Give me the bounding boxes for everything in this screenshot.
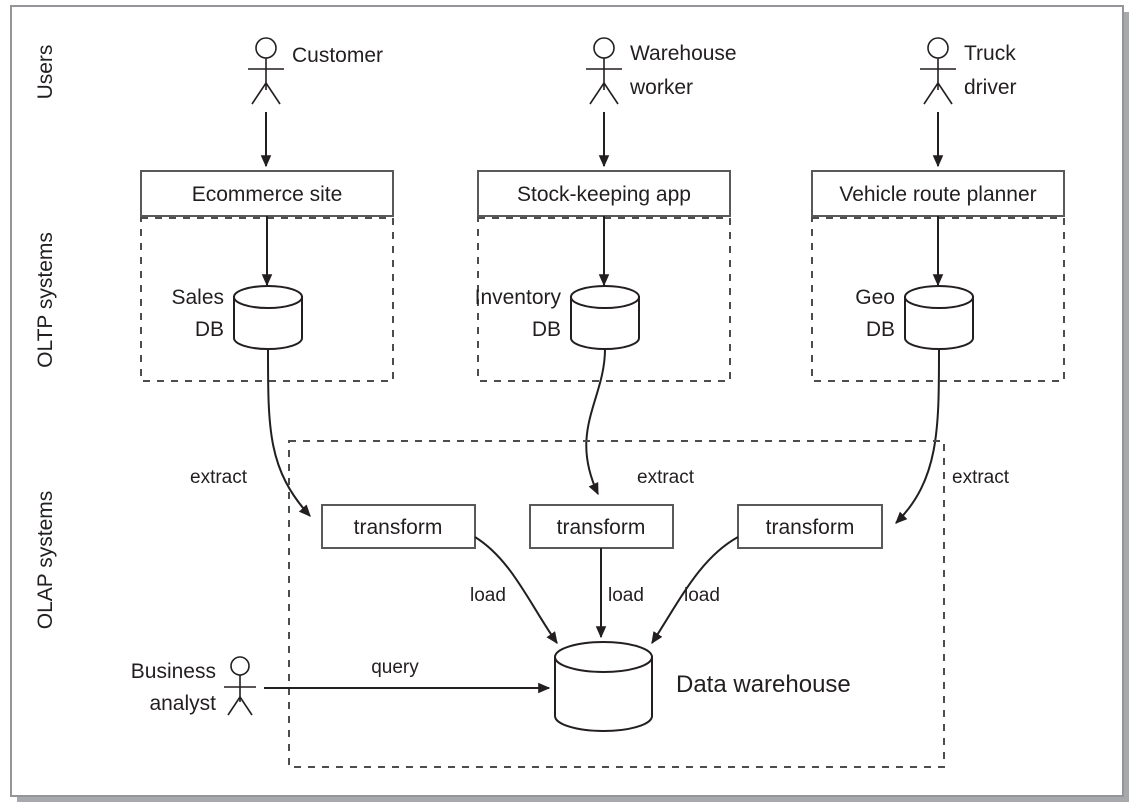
process-transform-inventory[interactable]: transform [529, 504, 674, 549]
actor-truck-driver[interactable]: Truck driver [920, 37, 1017, 105]
database-geo-db-label-line1: Geo [855, 286, 895, 309]
edge-label-load-inventory: load [608, 585, 644, 606]
lane-label-olap: OLAP systems [34, 491, 57, 630]
load-curve-geo [651, 536, 739, 645]
database-sales-db-label-line2: DB [195, 318, 224, 341]
process-transform-sales-label: transform [354, 516, 443, 539]
app-box-vehicle-route-planner-label: Vehicle route planner [839, 183, 1036, 206]
extract-curve-geo [895, 348, 940, 524]
edge-label-extract-inventory: extract [637, 467, 695, 488]
database-geo-db-label-line2: DB [866, 318, 895, 341]
app-box-stock-keeping-app[interactable]: Stock-keeping app [477, 170, 731, 217]
edge-label-query: query [371, 657, 419, 678]
app-box-ecommerce-site[interactable]: Ecommerce site [140, 170, 394, 217]
load-curve-sales [474, 536, 558, 644]
lane-label-users-text: Users [34, 45, 57, 100]
data-warehouse[interactable]: Data warehouse [554, 641, 851, 732]
lane-label-oltp: OLTP systems [34, 232, 57, 368]
lane-label-users: Users [34, 45, 57, 100]
process-transform-geo-label: transform [766, 516, 855, 539]
process-transform-sales[interactable]: transform [321, 504, 476, 549]
process-transform-geo[interactable]: transform [737, 504, 883, 549]
edge-label-extract-geo: extract [952, 467, 1010, 488]
olap-boundary [288, 440, 945, 768]
edge-label-load-sales: load [470, 585, 506, 606]
stick-figure-icon [248, 37, 284, 105]
app-box-stock-keeping-app-label: Stock-keeping app [517, 183, 691, 206]
edge-label-load-geo: load [684, 585, 720, 606]
stick-figure-icon [586, 37, 622, 105]
actor-business-analyst[interactable]: Business analyst [131, 656, 256, 716]
database-sales-db[interactable]: Sales DB [171, 285, 303, 350]
stick-figure-icon [920, 37, 956, 105]
actor-truck-driver-label-line1: Truck [964, 42, 1016, 65]
database-geo-db[interactable]: Geo DB [855, 285, 974, 350]
actor-warehouse-worker-label-line2: worker [629, 76, 693, 99]
data-warehouse-label: Data warehouse [676, 671, 851, 698]
lane-label-oltp-text: OLTP systems [34, 232, 57, 368]
database-inventory-db-label-line1: Inventory [475, 286, 562, 309]
actor-business-analyst-label-line2: analyst [149, 692, 216, 715]
database-inventory-db[interactable]: Inventory DB [475, 285, 640, 350]
actor-warehouse-worker-label-line1: Warehouse [630, 42, 737, 65]
extract-curve-inventory [585, 348, 606, 496]
database-inventory-db-label-line2: DB [532, 318, 561, 341]
database-sales-db-label-line1: Sales [171, 286, 224, 309]
edge-label-extract-sales: extract [190, 467, 248, 488]
actor-warehouse-worker[interactable]: Warehouse worker [586, 37, 737, 105]
stick-figure-icon [224, 656, 256, 716]
actor-truck-driver-label-line2: driver [964, 76, 1017, 99]
app-box-ecommerce-site-label: Ecommerce site [192, 183, 343, 206]
actor-business-analyst-label-line1: Business [131, 660, 216, 683]
actor-customer[interactable]: Customer [248, 37, 383, 105]
app-box-vehicle-route-planner[interactable]: Vehicle route planner [811, 170, 1065, 217]
process-transform-inventory-label: transform [557, 516, 646, 539]
lane-label-olap-text: OLAP systems [34, 491, 57, 630]
actor-customer-label: Customer [292, 44, 383, 67]
extract-curve-sales [267, 348, 311, 517]
